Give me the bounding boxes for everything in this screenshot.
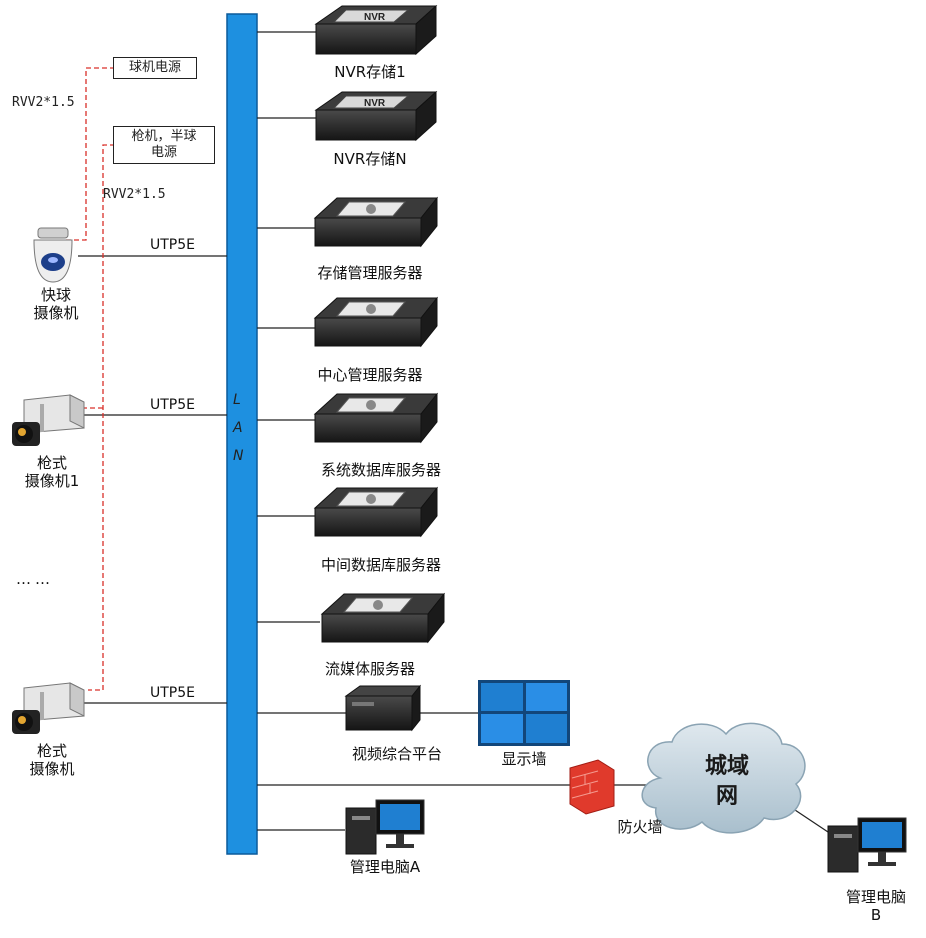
dome-camera-label-line2: 摄像机 <box>33 304 79 322</box>
gun-camera-1-label: 枪式 摄像机1 <box>25 454 80 490</box>
middle-db-server-icon <box>314 487 438 537</box>
utp-label-3: UTP5E <box>150 685 195 701</box>
lan-letter-l: L <box>233 392 241 408</box>
dome-camera-icon <box>33 227 73 283</box>
nvr-n-badge: NVR <box>364 98 386 109</box>
dome-power-box: 球机电源 <box>113 57 197 79</box>
camera-ellipsis: …… <box>16 570 54 588</box>
gun-power-label-2: 电源 <box>150 145 177 160</box>
nvr-1-label: NVR存储1 <box>334 63 406 81</box>
storage-server-label: 存储管理服务器 <box>317 264 423 282</box>
video-platform-label: 视频综合平台 <box>351 745 443 763</box>
firewall-icon <box>569 759 615 815</box>
lan-letter-a: A <box>233 420 243 436</box>
video-platform-icon <box>344 684 422 732</box>
lan-connection-lines <box>257 31 841 841</box>
lan-bus <box>226 13 258 855</box>
dome-camera-label-line1: 快球 <box>40 286 72 304</box>
nvr-n-icon: NVR <box>315 91 437 141</box>
pc-b-icon <box>827 817 907 873</box>
nvr-1-icon: NVR <box>315 5 437 55</box>
gun-camera-1-icon <box>12 394 85 446</box>
display-wall-icon <box>478 680 570 746</box>
gun-camera-2-label-line1: 枪式 <box>36 742 68 760</box>
utp-label-2: UTP5E <box>150 397 195 413</box>
center-server-icon <box>314 297 438 347</box>
power-lines <box>66 67 115 691</box>
rvv-label-1: RVV2*1.5 <box>12 95 75 110</box>
center-server-label: 中心管理服务器 <box>317 366 423 384</box>
nvr-n-label: NVR存储N <box>333 150 407 168</box>
stream-server-icon <box>321 593 445 643</box>
gun-camera-2-icon <box>12 682 85 734</box>
dome-power-label: 球机电源 <box>128 60 181 75</box>
gun-camera-1-label-line2: 摄像机1 <box>24 472 80 490</box>
stream-server-label: 流媒体服务器 <box>324 660 416 678</box>
pc-a-label: 管理电脑A <box>349 858 421 876</box>
metro-network-label-line1: 城域 <box>704 754 749 779</box>
gun-camera-2-label: 枪式 摄像机 <box>29 742 74 778</box>
utp-lines <box>78 255 227 704</box>
dome-camera-label: 快球 摄像机 <box>33 286 78 322</box>
metro-network-cloud <box>641 722 806 834</box>
firewall-label: 防火墙 <box>617 818 663 836</box>
metro-network-label: 城域 网 <box>696 752 758 812</box>
pc-a-icon <box>345 799 425 855</box>
nvr-1-badge: NVR <box>364 12 386 23</box>
utp-label-1: UTP5E <box>150 237 195 253</box>
middle-db-label: 中间数据库服务器 <box>320 556 442 574</box>
system-db-label: 系统数据库服务器 <box>320 461 442 479</box>
gun-power-box: 枪机，半球 电源 <box>113 126 215 164</box>
system-db-server-icon <box>314 393 438 443</box>
display-wall-label: 显示墙 <box>501 750 547 768</box>
pc-b-label-line2: B <box>870 906 882 924</box>
gun-camera-2-label-line2: 摄像机 <box>29 760 75 778</box>
lan-letter-n: N <box>233 448 244 464</box>
rvv-label-2: RVV2*1.5 <box>103 187 166 202</box>
gun-power-label-1: 枪机，半球 <box>131 129 197 144</box>
gun-camera-1-label-line1: 枪式 <box>36 454 68 472</box>
pc-b-label-line1: 管理电脑 <box>845 888 907 906</box>
storage-server-icon <box>314 197 438 247</box>
pc-b-label: 管理电脑 B <box>846 888 906 924</box>
metro-network-label-line2: 网 <box>715 784 738 809</box>
